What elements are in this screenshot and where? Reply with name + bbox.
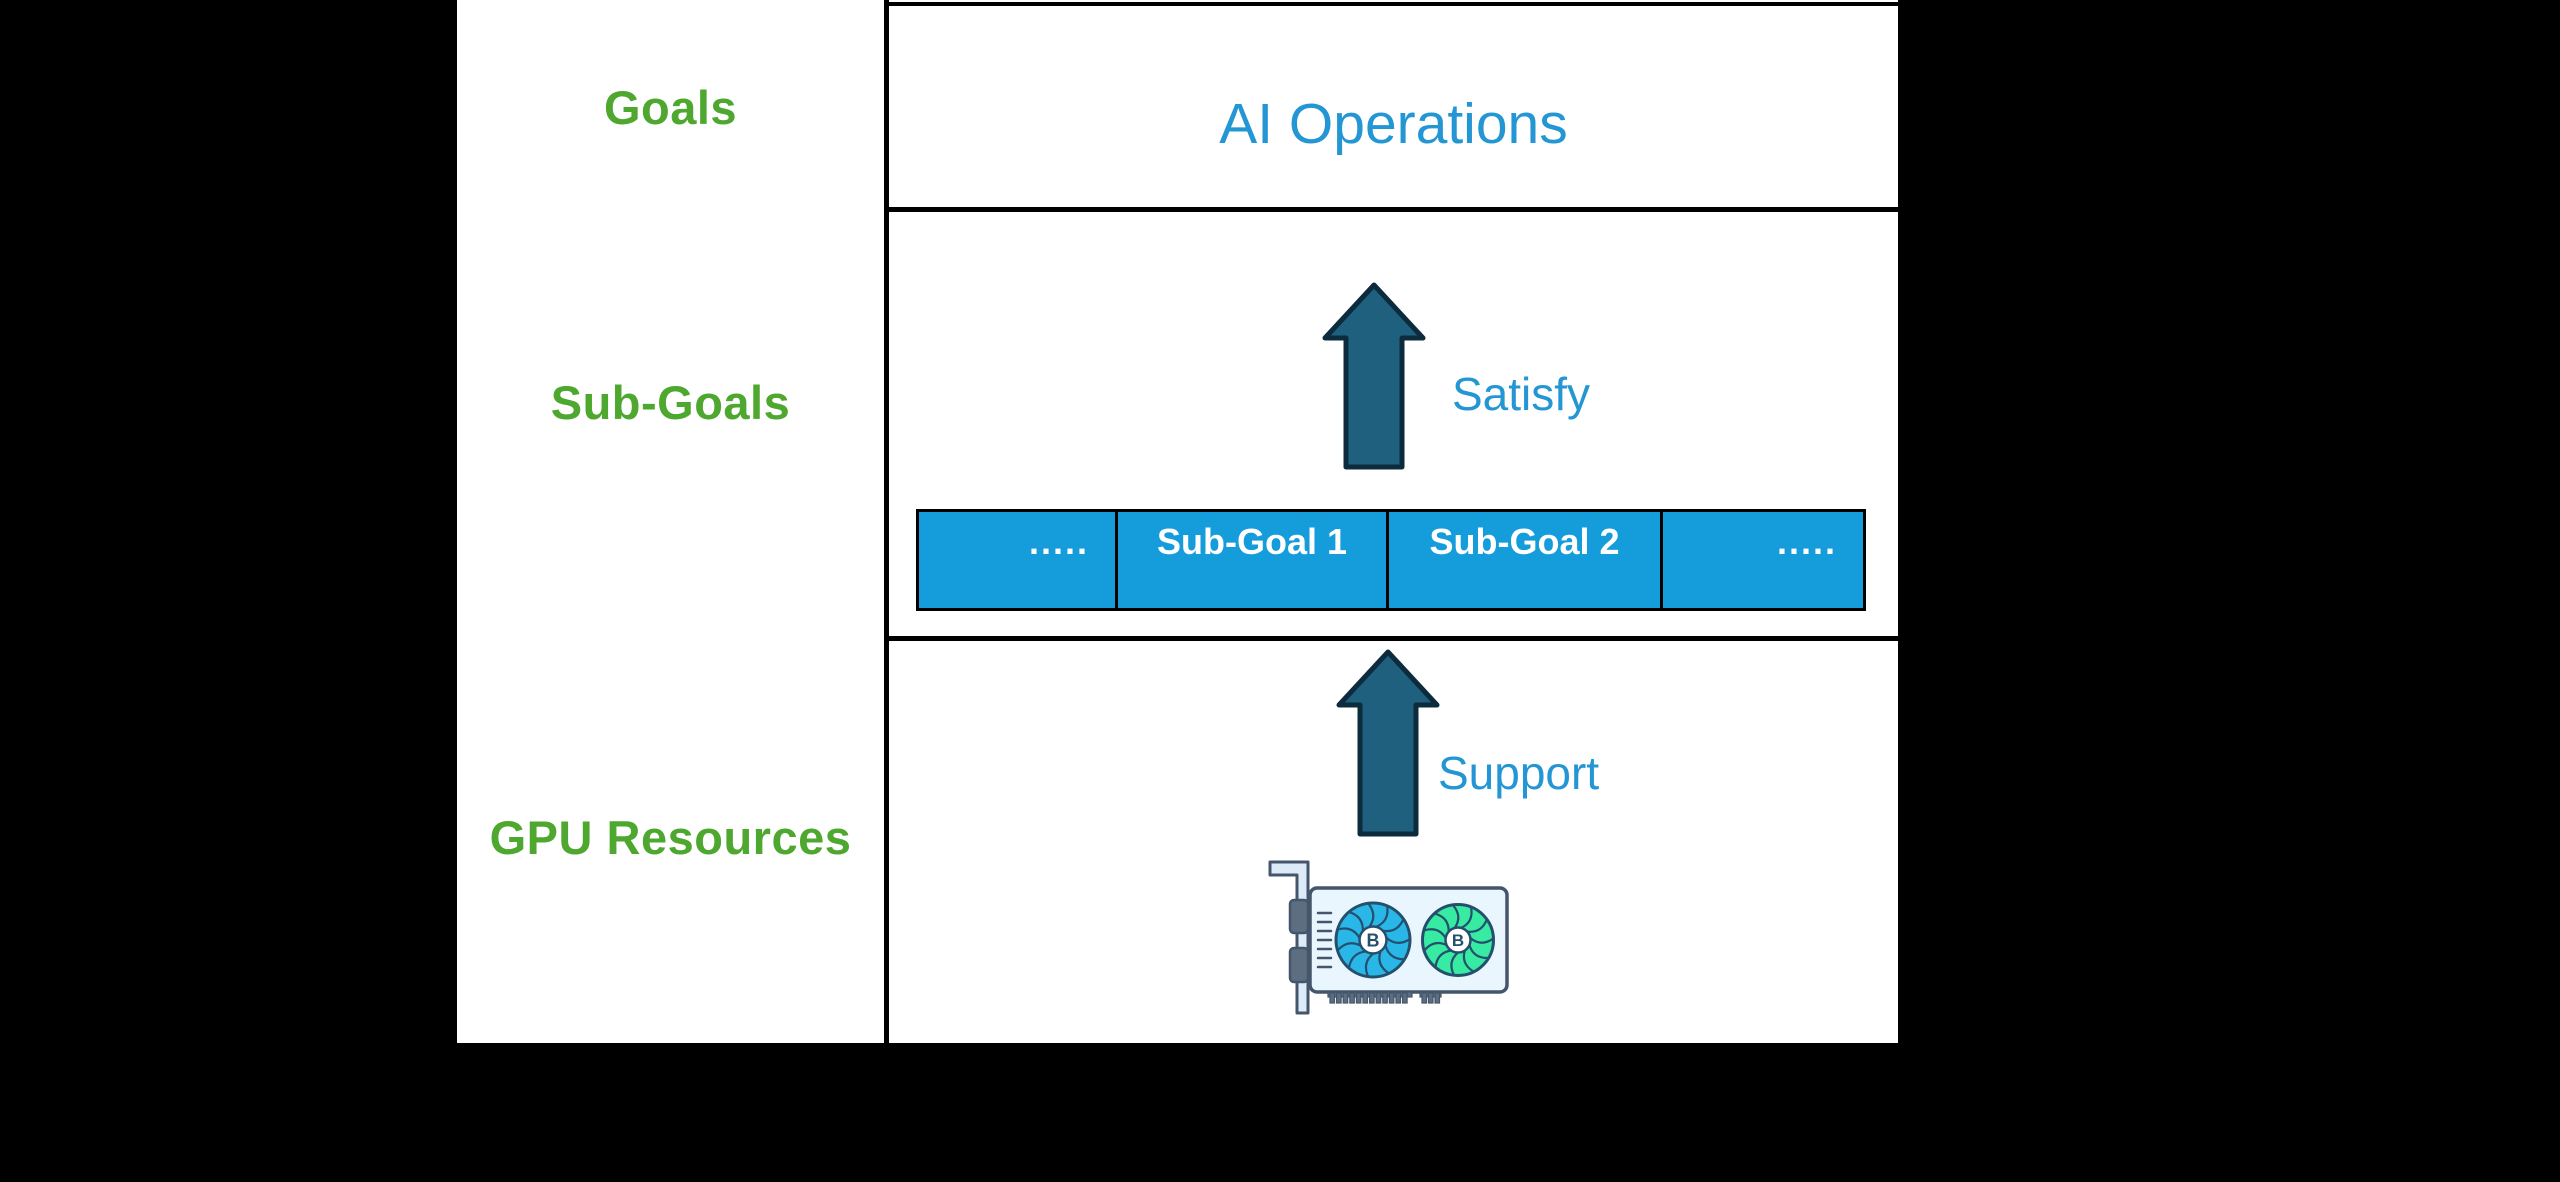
gpu-port	[1288, 946, 1310, 984]
row-label-goals: Goals	[603, 81, 738, 134]
subgoal-bar: ..... Sub-Goal 1 Sub-Goal 2 .....	[916, 509, 1866, 611]
column-divider-line	[884, 0, 889, 1043]
gpu-card-icon: B B	[1268, 860, 1509, 1015]
gpu-vents	[1316, 911, 1333, 969]
satisfy-label: Satisfy	[1452, 368, 1591, 420]
subgoal-cell-2: Sub-Goal 2	[1386, 512, 1660, 608]
subgoal-cell-ellipsis-left: .....	[1028, 521, 1089, 562]
gpu-fan-letter: B	[1452, 931, 1464, 950]
content-panel: Goals Sub-Goals GPU Resources AI Operati…	[457, 0, 1898, 1043]
gpu-port	[1288, 898, 1310, 935]
gpu-fan-green: B	[1421, 903, 1495, 977]
subgoal-cell-ellipsis-right: .....	[1660, 512, 1863, 608]
goal-subgoal-divider-line	[889, 207, 1898, 212]
support-label: Support	[1438, 747, 1600, 799]
row-label-gpu-resources: GPU Resources	[489, 811, 852, 864]
goal-box-top-border	[889, 2, 1898, 6]
ai-operations-title: AI Operations	[1219, 92, 1568, 156]
subgoal-cell-1: Sub-Goal 1	[1115, 512, 1386, 608]
gpu-connector-pins	[1327, 991, 1442, 1004]
subgoal-gpu-divider-line	[889, 636, 1898, 641]
gpu-fan-blue: B	[1334, 901, 1412, 979]
gpu-fan-letter: B	[1367, 931, 1380, 951]
up-arrow-icon	[1336, 649, 1440, 837]
up-arrow-icon	[1322, 282, 1426, 470]
gpu-bracket	[1268, 860, 1310, 1015]
row-label-sub-goals: Sub-Goals	[550, 376, 791, 429]
